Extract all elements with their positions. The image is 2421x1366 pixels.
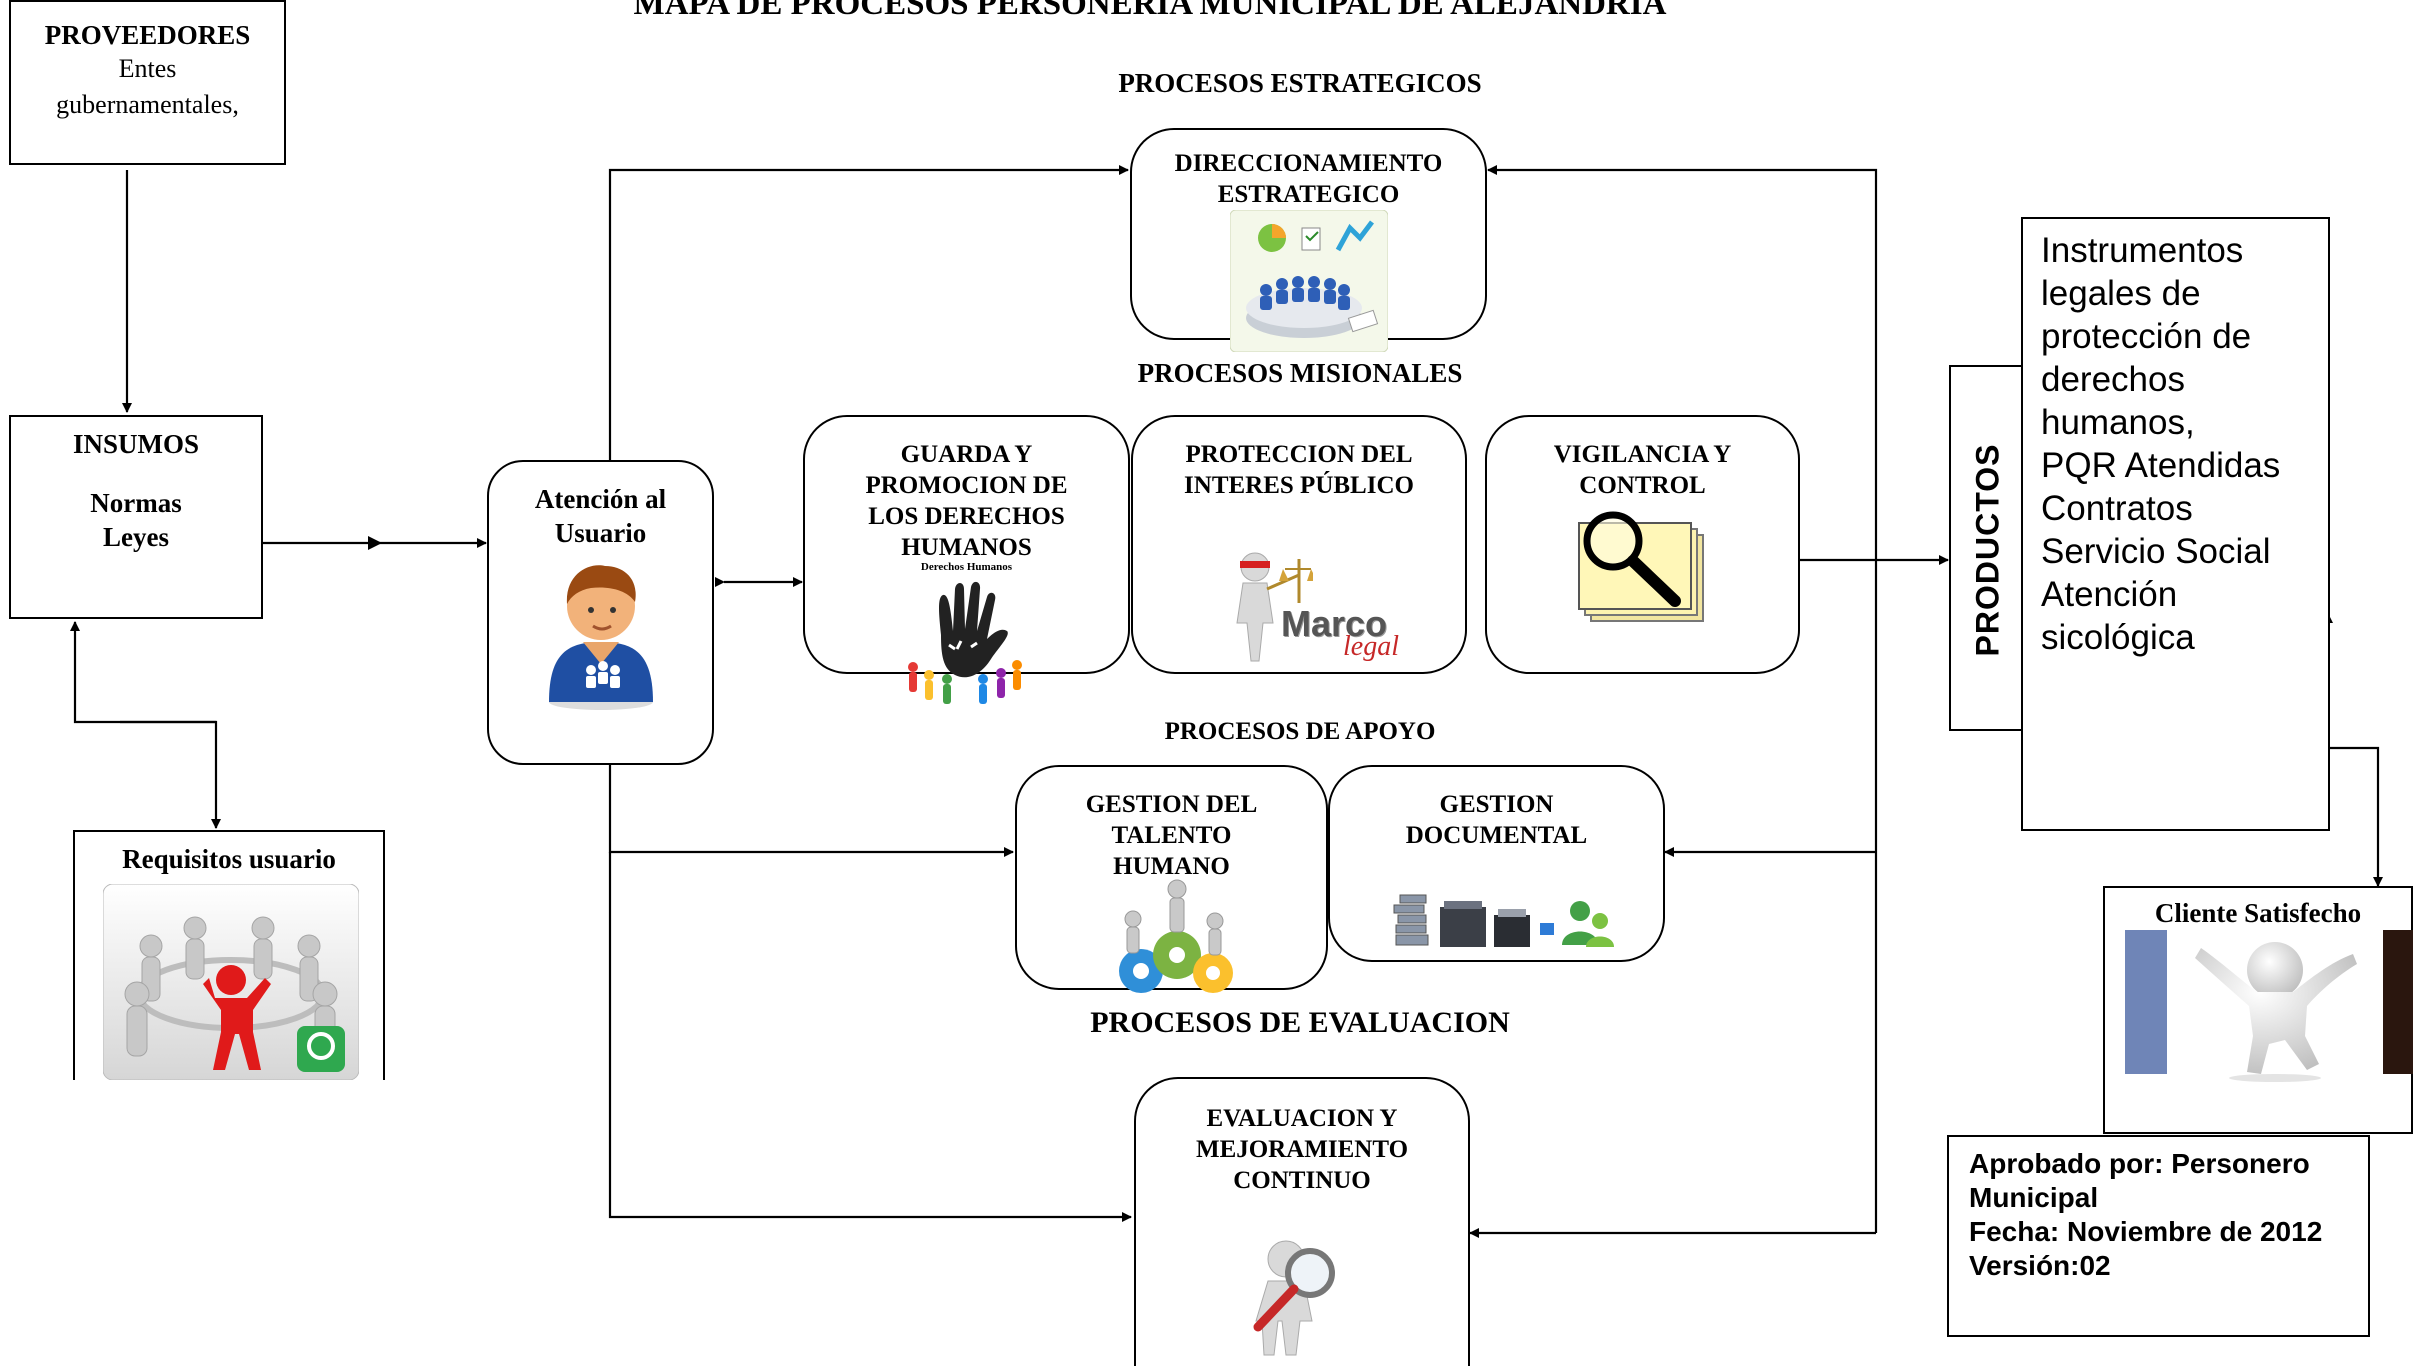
gears-people-icon xyxy=(1119,879,1233,993)
requisitos-box: Requisitos usuario xyxy=(73,830,385,1080)
productos-list-box: Instrumentos legales de protección de de… xyxy=(2021,217,2330,831)
guarda-caption: Derechos Humanos xyxy=(920,561,1013,573)
documental-box: GESTION DOCUMENTAL xyxy=(1328,765,1665,962)
guarda-title: GUARDA Y PROMOCION DE LOS DERECHOS HUMAN… xyxy=(865,441,1068,561)
insumos-box: INSUMOS Normas Leyes xyxy=(9,415,263,619)
cliente-dark-bar xyxy=(2383,930,2413,1074)
arrow-atencion-talento xyxy=(608,765,1014,857)
insumos-text: Normas Leyes xyxy=(90,488,182,552)
marco-word: Marco xyxy=(1281,603,1388,644)
magnifier-documents-icon xyxy=(1578,511,1704,622)
happy-figure-icon xyxy=(2195,942,2357,1082)
direccionamiento-title: DIRECCIONAMIENTO ESTRATEGICO xyxy=(1174,150,1443,208)
user-avatar-icon xyxy=(549,565,653,710)
guarda-box: GUARDA Y PROMOCION DE LOS DERECHOS HUMAN… xyxy=(803,415,1130,704)
arrow-mid-marker xyxy=(368,536,382,550)
people-circle-icon xyxy=(103,884,359,1080)
requisitos-title: Requisitos usuario xyxy=(122,844,336,874)
arrow-loop-direccionamiento xyxy=(1487,165,1878,1233)
talento-title: GESTION DEL TALENTO HUMANO xyxy=(1085,791,1258,880)
proteccion-box: PROTECCION DEL INTERES PÚBLICO Marco leg… xyxy=(1131,415,1467,674)
cliente-blue-bar xyxy=(2125,930,2167,1074)
vigilancia-title: VIGILANCIA Y CONTROL xyxy=(1553,441,1732,499)
proteccion-title: PROTECCION DEL INTERES PÚBLICO xyxy=(1184,441,1414,499)
approval-text: Aprobado por: Personero Municipal Fecha:… xyxy=(1969,1148,2323,1281)
cliente-box: Cliente Satisfecho xyxy=(2103,886,2413,1134)
atencion-box: Atención al Usuario xyxy=(487,460,714,765)
strategy-meeting-icon xyxy=(1230,210,1388,352)
legal-script: legal xyxy=(1343,631,1399,662)
documental-title: GESTION DOCUMENTAL xyxy=(1405,791,1588,849)
arrow-requisitos-insumos xyxy=(70,621,216,724)
productos-label-box: PRODUCTOS xyxy=(1949,365,2023,731)
arrow-atencion-evaluacion xyxy=(608,852,1132,1222)
approval-box: Aprobado por: Personero Municipal Fecha:… xyxy=(1947,1135,2370,1337)
cliente-title: Cliente Satisfecho xyxy=(2154,898,2362,928)
magnifying-person-icon xyxy=(1253,1240,1335,1356)
productos-label: PRODUCTOS xyxy=(1969,443,2006,657)
justice-figure-icon xyxy=(1236,552,1313,662)
arrow-insumos-requisitos xyxy=(120,720,221,829)
office-equipment-icon xyxy=(1393,894,1614,947)
header-support: PROCESOS DE APOYO xyxy=(1164,718,1436,745)
evaluacion-title: EVALUACION Y MEJORAMIENTO CONTINUO xyxy=(1195,1105,1409,1194)
evaluacion-box: EVALUACION Y MEJORAMIENTO CONTINUO xyxy=(1134,1077,1470,1366)
vigilancia-box: VIGILANCIA Y CONTROL xyxy=(1485,415,1800,674)
proveedores-text: Entes gubernamentales, xyxy=(56,54,239,119)
header-strategic: PROCESOS ESTRATEGICOS xyxy=(1118,68,1482,98)
arrow-productos-cliente xyxy=(2328,746,2383,887)
page-title: MAPA DE PROCESOS PERSONERIA MUNICIPAL DE… xyxy=(633,0,1667,22)
handprint-icon xyxy=(908,581,1022,704)
direccionamiento-box: DIRECCIONAMIENTO ESTRATEGICO xyxy=(1130,128,1487,352)
header-missional: PROCESOS MISIONALES xyxy=(1137,358,1463,388)
productos-list: Instrumentos legales de protección de de… xyxy=(2041,231,2281,657)
proveedores-box: PROVEEDORES Entes gubernamentales, xyxy=(9,0,286,165)
arrow-atencion-direccionamiento xyxy=(608,165,1129,460)
atencion-title: Atención al Usuario xyxy=(534,484,667,548)
talento-box: GESTION DEL TALENTO HUMANO xyxy=(1015,765,1328,993)
insumos-title: INSUMOS xyxy=(72,429,200,459)
proveedores-title: PROVEEDORES xyxy=(44,20,251,50)
header-evaluation: PROCESOS DE EVALUACION xyxy=(1090,1006,1510,1039)
marco-legal-logo: Marco legal xyxy=(1281,603,1431,663)
